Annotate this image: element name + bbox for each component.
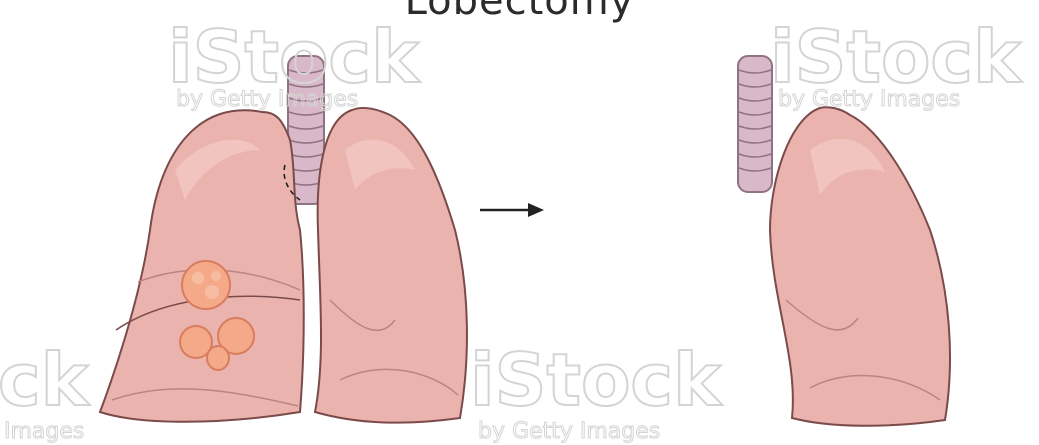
arrow-icon bbox=[480, 203, 544, 217]
watermark-logo: ck bbox=[0, 338, 91, 422]
watermark-byline: by Getty Images bbox=[176, 87, 358, 112]
watermark-byline: by Getty Images bbox=[478, 419, 660, 444]
lung-with-tumor bbox=[100, 110, 304, 422]
trachea-after bbox=[738, 56, 772, 192]
tumor-large bbox=[182, 261, 230, 309]
watermark-byline: by Getty Images bbox=[778, 87, 960, 112]
lung-healthy-left-pair bbox=[315, 108, 467, 423]
watermark-logo: iStock bbox=[470, 338, 723, 422]
watermark-byline: Images bbox=[4, 419, 84, 444]
